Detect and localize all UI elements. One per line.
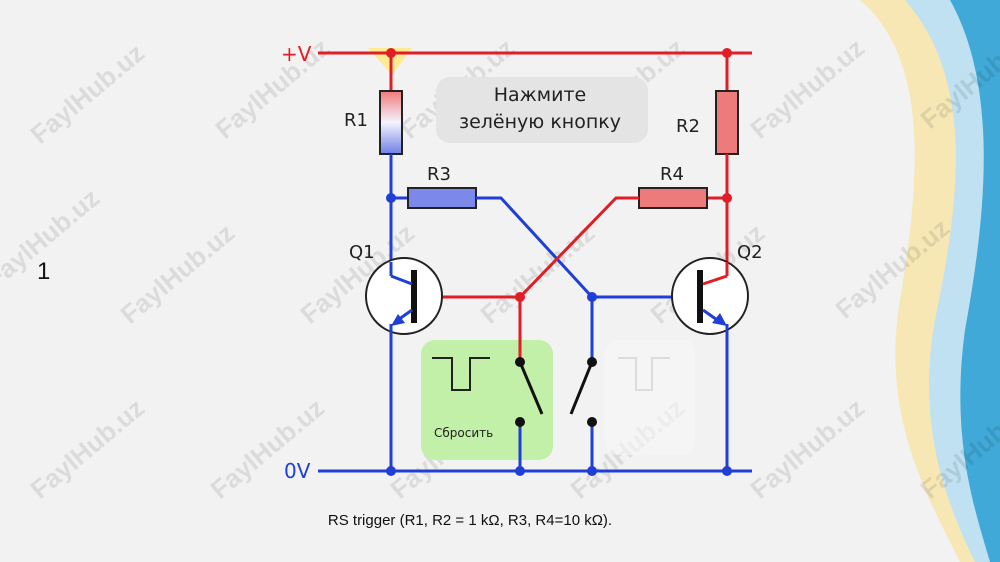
transistor-q1 xyxy=(365,257,443,335)
pulse-icon xyxy=(432,357,490,391)
switch-contacts xyxy=(515,357,597,427)
junction-dots xyxy=(386,48,732,476)
transistor-label-q2: Q2 xyxy=(737,242,763,263)
resistor-label-r3: R3 xyxy=(427,164,451,185)
transistor-collector xyxy=(390,274,413,286)
watermark: FaylHub.uz xyxy=(115,217,241,329)
wire xyxy=(420,196,639,299)
pulse-icon xyxy=(618,357,670,391)
hint-box: Нажмите зелёную кнопку xyxy=(436,77,648,143)
decorative-wave xyxy=(860,0,1000,562)
supply-label: +V xyxy=(281,42,312,66)
resistor-label-r2: R2 xyxy=(676,116,700,137)
hint-line-1: Нажмите xyxy=(494,84,587,106)
ground-label: 0V xyxy=(284,459,311,483)
resistor-r4 xyxy=(638,187,708,209)
set-button[interactable] xyxy=(605,340,695,455)
wire xyxy=(476,196,698,299)
caption-container: RS trigger (R1, R2 = 1 kΩ, R3, R4=10 kΩ)… xyxy=(0,512,1000,529)
transistor-q2 xyxy=(671,257,749,335)
watermark: FaylHub.uz xyxy=(745,392,871,504)
slide-number: 1 xyxy=(37,258,51,285)
set-button-bg[interactable] xyxy=(605,340,695,455)
resistor-label-r4: R4 xyxy=(660,164,684,185)
circuit-diagram: +V 0V R1 R2 R3 xyxy=(281,42,763,483)
watermark: FaylHub.uz xyxy=(210,32,336,144)
resistor-label-r1: R1 xyxy=(344,110,368,131)
hint-line-2: зелёную кнопку xyxy=(459,111,621,133)
reset-button-label: Сбросить xyxy=(434,426,493,440)
watermark: FaylHub.uz xyxy=(205,392,331,504)
reset-button[interactable]: Сбросить xyxy=(421,340,553,460)
watermark: FaylHub.uz xyxy=(25,392,151,504)
resistor-r3 xyxy=(407,187,477,209)
emitter-arrow xyxy=(391,314,405,326)
switch-lever xyxy=(518,361,544,415)
resistor-r1 xyxy=(379,90,403,155)
transistor-collector xyxy=(702,274,728,286)
watermark: FaylHub.uz xyxy=(0,182,105,294)
switch-lever xyxy=(569,361,594,415)
emitter-arrow xyxy=(712,313,727,326)
watermark: FaylHub.uz xyxy=(25,37,151,149)
caption: RS trigger (R1, R2 = 1 kΩ, R3, R4=10 kΩ)… xyxy=(327,512,613,529)
resistor-r2 xyxy=(715,90,739,155)
transistor-label-q1: Q1 xyxy=(349,242,375,263)
watermark: FaylHub.uz xyxy=(745,32,871,144)
